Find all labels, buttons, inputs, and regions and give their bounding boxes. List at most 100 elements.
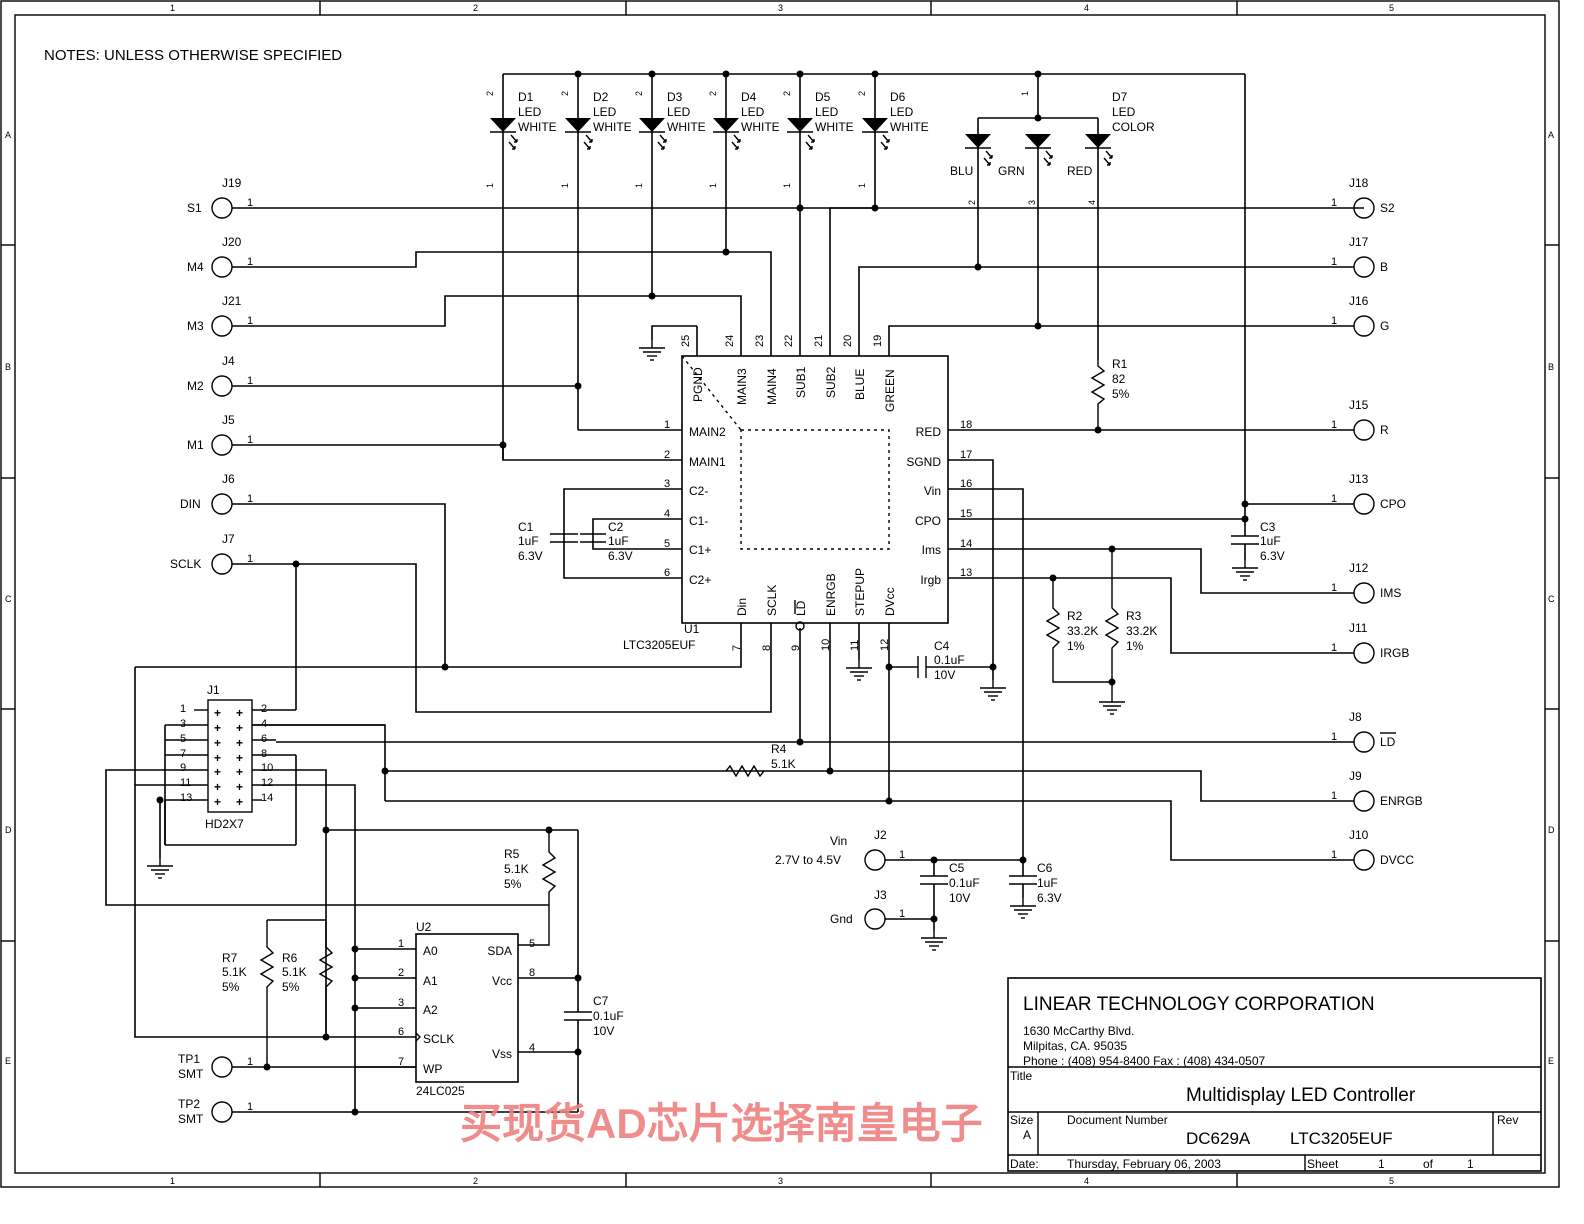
led-ref: D2: [593, 90, 609, 104]
svg-text:1: 1: [1467, 1157, 1474, 1171]
col-label: 4: [1084, 1176, 1089, 1186]
svg-text:0.1uF: 0.1uF: [593, 1009, 624, 1023]
svg-text:+: +: [214, 765, 221, 779]
svg-text:10: 10: [261, 762, 273, 774]
svg-text:+: +: [214, 721, 221, 735]
svg-text:Sheet: Sheet: [1307, 1157, 1339, 1171]
svg-text:1: 1: [899, 908, 905, 920]
pin-num: 1: [1331, 582, 1337, 594]
svg-text:A2: A2: [423, 1003, 438, 1017]
pin-num: 1: [247, 315, 253, 327]
pin-name: C2-: [689, 484, 708, 498]
pin-num: 14: [960, 538, 972, 550]
svg-text:1: 1: [1378, 1157, 1385, 1171]
conn-ref: J5: [222, 413, 235, 427]
svg-text:5.1K: 5.1K: [504, 862, 529, 876]
conn-ref: J9: [1349, 769, 1362, 783]
row-label: E: [5, 1056, 11, 1066]
pin-num: 19: [872, 335, 884, 347]
led-ref: D6: [890, 90, 906, 104]
svg-text:+: +: [236, 721, 243, 735]
led-d2: D2 LED WHITE 2 1: [560, 74, 632, 430]
connector-j17: J17 B 1: [858, 235, 1388, 356]
col-label: 2: [473, 3, 478, 13]
svg-text:Rev: Rev: [1497, 1113, 1518, 1127]
pin-num: 1: [1331, 731, 1337, 743]
pin-num: 11: [849, 640, 861, 651]
row-label: D: [5, 825, 12, 835]
pin-num: 2: [485, 91, 495, 96]
svg-text:+: +: [236, 736, 243, 750]
connector-j20: J20 M4 1: [187, 235, 772, 356]
svg-text:2.7V to 4.5V: 2.7V to 4.5V: [775, 853, 841, 867]
pin-num: 1: [1331, 849, 1337, 861]
pin-num: 3: [664, 478, 670, 490]
left-connectors: J19 S1 1 J20 M4 1 J21 M3 1 J4 M2 1: [170, 176, 1364, 713]
svg-text:Thursday, February 06, 2003: Thursday, February 06, 2003: [1067, 1157, 1221, 1171]
white-led-array: D1 LED WHITE 2 1 D2 LED WHITE 2 1 D3 LED…: [485, 74, 929, 460]
svg-text:5: 5: [180, 733, 186, 745]
svg-text:R4: R4: [771, 742, 787, 756]
pin-num: 1: [1331, 419, 1337, 431]
svg-text:A: A: [1023, 1128, 1031, 1142]
conn-ref: J16: [1349, 294, 1369, 308]
row-label: C: [1548, 594, 1555, 604]
conn-ref: J4: [222, 354, 235, 368]
svg-text:Vin: Vin: [830, 834, 847, 848]
pin-num: 4: [1087, 200, 1097, 205]
led-ref: D1: [518, 90, 534, 104]
svg-text:C5: C5: [949, 861, 965, 875]
connector-j5: J5 M1 1: [187, 413, 503, 456]
rgb-led-d7: D7 LED COLOR BLU GRN RED 1 2 3 4: [950, 74, 1155, 360]
connector-j21: J21 M3 1: [187, 294, 742, 356]
pin-name: PGND: [691, 367, 705, 402]
pin-num: 1: [485, 183, 495, 188]
svg-text:C7: C7: [593, 994, 609, 1008]
svg-text:1: 1: [247, 1056, 253, 1068]
svg-text:U2: U2: [416, 920, 432, 934]
pin-num: 1: [247, 197, 253, 209]
svg-text:1: 1: [899, 849, 905, 861]
svg-text:5.1K: 5.1K: [222, 965, 247, 979]
frame-column-labels: 1 2 3 4 5 1 2 3 4 5: [170, 3, 1394, 1186]
pin-num: 1: [247, 434, 253, 446]
svg-text:TP1: TP1: [178, 1052, 200, 1066]
svg-text:1: 1: [180, 703, 186, 715]
pin-num: 1: [247, 493, 253, 505]
pin-name: RED: [916, 425, 942, 439]
right-connectors: J18 S2 1 J17 B 1 J16 G 1 J15 R 1: [276, 176, 1423, 871]
pin-num: 15: [960, 508, 972, 520]
connector-j8: J8 LD 1: [276, 710, 1396, 753]
frame-row-labels: A B C D E A B C D E: [5, 130, 1555, 1066]
pin-num: 3: [1027, 200, 1037, 205]
led-type: LED: [518, 105, 542, 119]
blu-label: BLU: [950, 164, 973, 178]
svg-text:+: +: [214, 736, 221, 750]
led-d6: D6 LED WHITE 2 1: [857, 74, 929, 208]
connector-j15: J15 R 1: [948, 398, 1389, 441]
connector-j9: J9 ENRGB 1: [385, 769, 1423, 812]
connector-j13: J13 CPO 1: [1245, 472, 1406, 515]
svg-text:5%: 5%: [1112, 387, 1130, 401]
pin-num: 1: [1020, 91, 1030, 96]
svg-text:R3: R3: [1126, 609, 1142, 623]
svg-text:+: +: [236, 751, 243, 765]
pin-name: CPO: [915, 514, 941, 528]
svg-text:R1: R1: [1112, 357, 1128, 371]
svg-text:33.2K: 33.2K: [1126, 624, 1157, 638]
led-color: WHITE: [593, 120, 632, 134]
pin-name: MAIN1: [689, 455, 726, 469]
pin-name: STEPUP: [853, 568, 867, 616]
pin-num: 1: [560, 183, 570, 188]
pin-num: 16: [960, 478, 972, 490]
conn-label: CPO: [1380, 497, 1406, 511]
red-label: RED: [1067, 164, 1093, 178]
pin-num: 1: [857, 183, 867, 188]
led-color: WHITE: [815, 120, 854, 134]
pin-num: 2: [634, 91, 644, 96]
conn-label: S1: [187, 201, 202, 215]
led-color: COLOR: [1112, 120, 1155, 134]
svg-text:6: 6: [398, 1026, 404, 1038]
conn-ref: J11: [1349, 621, 1368, 635]
col-label: 1: [170, 3, 175, 13]
